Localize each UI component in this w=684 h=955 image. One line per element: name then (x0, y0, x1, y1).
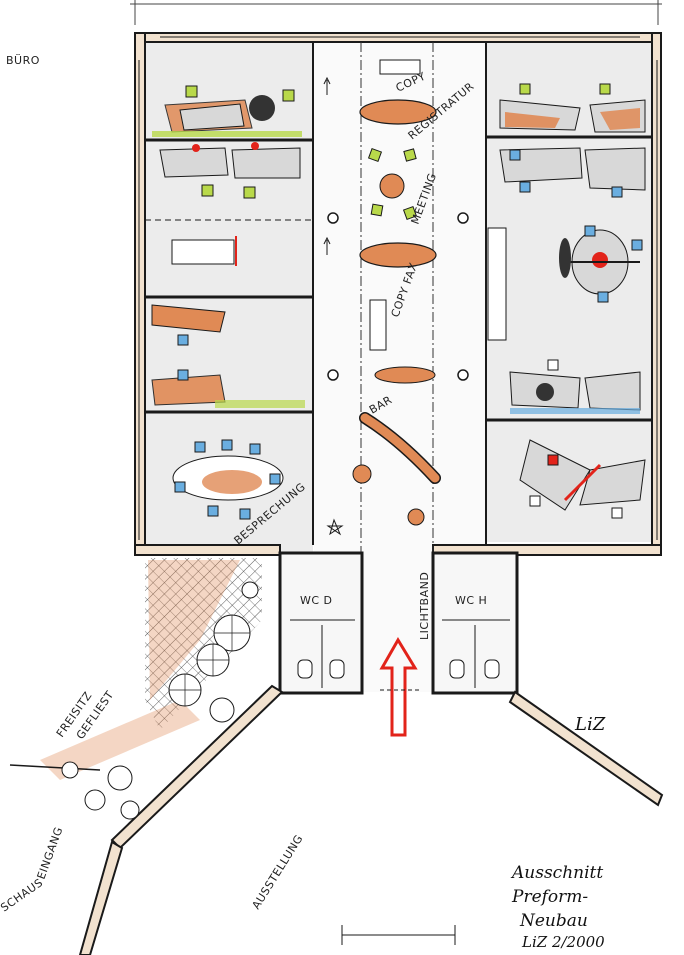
title-block: LiZ Ausschnitt Preform- Neubau LiZ 2/200… (510, 714, 606, 951)
label-wc-d: WC D (300, 594, 333, 607)
label-wc-h: WC H (455, 594, 487, 607)
title-line-1: Ausschnitt (510, 863, 603, 883)
window-marks (138, 36, 658, 540)
title-line-2: Preform- (511, 887, 588, 907)
corridor-arrows (323, 76, 331, 255)
label-schaus: SCHAUS (0, 876, 45, 914)
label-buero: BÜRO (6, 54, 40, 67)
storage-cabinet (487, 227, 507, 341)
right-partitions (485, 42, 652, 545)
exhibition-walls (78, 684, 664, 955)
title-line-4: LiZ 2/2000 (521, 933, 605, 951)
signature-initials: LiZ (574, 714, 606, 735)
left-office-workstations (151, 85, 305, 520)
wc-block-left (278, 551, 364, 695)
label-ausstellung: AUSSTELLUNG (250, 832, 306, 911)
corridor-furniture (326, 59, 441, 536)
entrance-arrow-icon (379, 637, 418, 737)
wc-block-right (431, 551, 519, 695)
left-partitions (145, 42, 314, 545)
title-line-3: Neubau (519, 911, 588, 931)
label-eingang: EINGANG (35, 825, 66, 881)
right-office-workstations (499, 83, 646, 519)
corridor-columns (327, 212, 469, 381)
umbrella-spokes (169, 615, 250, 706)
label-lichtband: LICHTBAND (418, 572, 431, 640)
